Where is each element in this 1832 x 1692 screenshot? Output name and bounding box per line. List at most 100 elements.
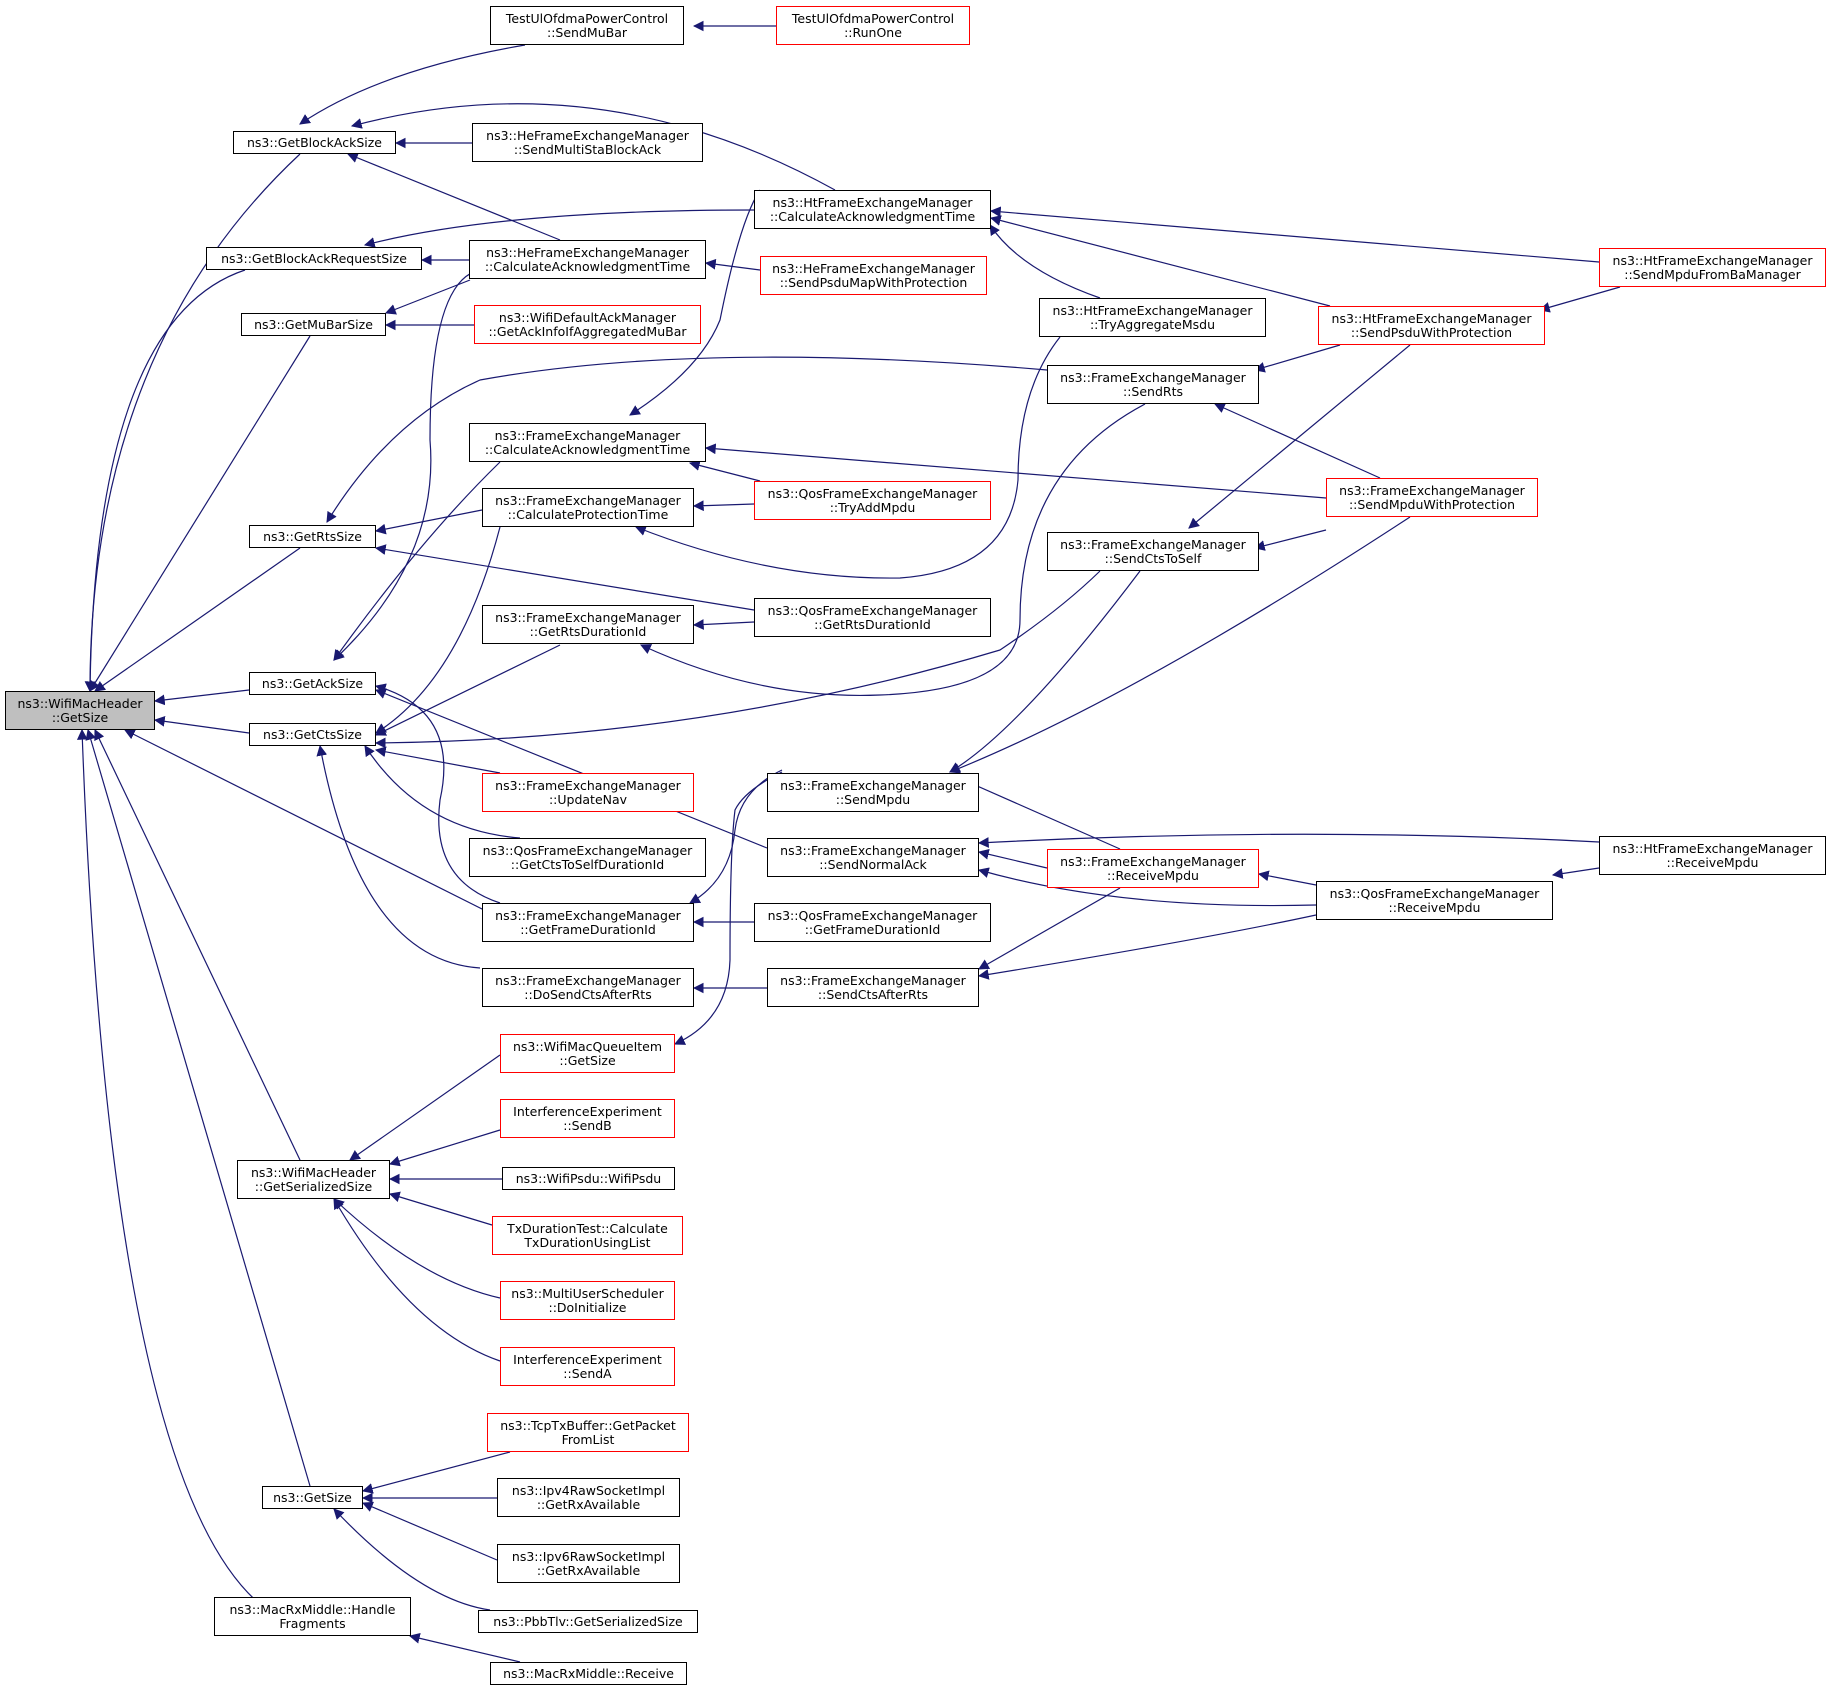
edge-trymsdu-to-htcalcacktime [989,224,1101,299]
edge-wifimacqueueitem-to-getserializedsize [349,1054,501,1161]
node-multiuserscheduler-doinitialize[interactable]: ns3::MultiUserScheduler::DoInitialize [500,1281,675,1320]
node-ipv6rawsocketimpl-getrxavailable[interactable]: ns3::Ipv6RawSocketImpl::GetRxAvailable [497,1544,680,1583]
node-qosframeexchangemanager-getctstoselfdurationid[interactable]: ns3::QosFrameExchangeManager::GetCtsToSe… [469,838,706,877]
edge-fedosendctsafterrts-to-getctssize [316,744,481,969]
edge-ipv6raw-to-nsgetsize [362,1501,498,1561]
edge-fegetrtsdurid-to-getctssize [375,644,561,736]
node-root-wifimacheader-getsize: ns3::WifiMacHeader::GetSize [5,691,155,730]
edge-htreceivempdu-to-fesendnormalack [977,833,1600,848]
edge-fecalcacktime-to-getacksize [333,461,501,661]
node-getmubarsize[interactable]: ns3::GetMuBarSize [241,313,386,336]
node-interferenceexperiment-senda[interactable]: InterferenceExperiment::SendA [500,1347,675,1386]
edge-qosreceivempdu-to-fereceivempdu [1257,870,1317,886]
node-ipv4rawsocketimpl-getrxavailable[interactable]: ns3::Ipv4RawSocketImpl::GetRxAvailable [497,1478,680,1517]
edge-htcalcacktime-to-getblockackrequestsize [363,209,755,248]
node-getctssize[interactable]: ns3::GetCtsSize [249,723,376,746]
node-frameexchangemanager-sendnormalack[interactable]: ns3::FrameExchangeManager::SendNormalAck [767,838,979,877]
node-ns3-getsize[interactable]: ns3::GetSize [262,1486,363,1509]
edge-fesendmpduwithprot-to-fecalcacktime [704,443,1327,499]
edge-fegetframedurid-to-getacksize [374,683,501,904]
edge-feupdatenav-to-getctssize [374,746,501,774]
edge-multiusersched-to-getserializedsize [333,1198,501,1299]
edge-fegetframedurid-to-root [124,729,501,919]
node-frameexchangemanager-sendmpdu[interactable]: ns3::FrameExchangeManager::SendMpdu [767,773,979,812]
node-testulofdmapowercontrol-sendmubar[interactable]: TestUlOfdmaPowerControl::SendMuBar [490,6,684,45]
edge-getblockackrequestsize-to-root [84,269,246,693]
node-wifimacqueueitem-getsize[interactable]: ns3::WifiMacQueueItem::GetSize [500,1034,675,1073]
edge-sendmubar-to-getblockacksize [299,44,526,125]
node-heframeexchangemanager-calculateacknowledgmenttime[interactable]: ns3::HeFrameExchangeManager::CalculateAc… [469,240,706,279]
node-qosframeexchangemanager-receivempdu[interactable]: ns3::QosFrameExchangeManager::ReceiveMpd… [1316,881,1553,920]
edge-sendmpdufromba-to-htcalcacktime [989,206,1600,263]
node-getrtssize[interactable]: ns3::GetRtsSize [249,525,376,548]
edge-sendmpdufromba-to-htsendpsduwithprot [1538,286,1621,313]
edge-fesendrts-to-getrtssize [326,356,1048,523]
node-wifipsdu-wifipsdu[interactable]: ns3::WifiPsdu::WifiPsdu [502,1167,675,1190]
node-frameexchangemanager-dosendctsafterrts[interactable]: ns3::FrameExchangeManager::DoSendCtsAfte… [482,968,694,1007]
edge-hecalcacktime-to-getmubarsize [384,279,471,315]
edge-interfsenda-to-getserializedsize [333,1198,501,1362]
edge-fecalcprottime-to-getctssize [375,526,501,734]
node-macrxmiddle-receive[interactable]: ns3::MacRxMiddle::Receive [490,1662,687,1685]
node-frameexchangemanager-updatenav[interactable]: ns3::FrameExchangeManager::UpdateNav [482,773,694,812]
edge-txdurationtest-to-getserializedsize [388,1191,493,1226]
node-getblockackrequestsize[interactable]: ns3::GetBlockAckRequestSize [206,247,422,270]
edge-fesendctstoself-to-fesendmpdu [949,570,1141,773]
node-frameexchangemanager-getrtsdurationid[interactable]: ns3::FrameExchangeManager::GetRtsDuratio… [482,605,694,644]
node-htframeexchangemanager-tryaggregatemsdu[interactable]: ns3::HtFrameExchangeManager::TryAggregat… [1039,298,1266,337]
edge-htsendpsduwithprot-to-fesendctstoself [1188,344,1411,529]
node-getblockacksize[interactable]: ns3::GetBlockAckSize [233,131,396,154]
node-qosframeexchangemanager-getrtsdurationid[interactable]: ns3::QosFrameExchangeManager::GetRtsDura… [754,598,991,637]
edge-getrtssize-to-root [94,547,301,692]
node-interferenceexperiment-sendb[interactable]: InterferenceExperiment::SendB [500,1099,675,1138]
edge-fesendmpdu-to-wifimacqueueitem [674,771,783,1045]
edge-fesendrts-to-fegetrtsdurid [640,403,1146,696]
edge-htsendpsduwithprot-to-fesendrts [1253,344,1341,373]
edge-getctssize-to-root [153,715,250,734]
edge-getmubarsize-to-root [89,335,311,692]
edge-fereceivempdu-to-fesendnormalack [977,848,1048,869]
edge-qosgetrtsdurid-to-getrtssize [374,544,755,611]
node-qosframeexchangemanager-tryaddmpdu[interactable]: ns3::QosFrameExchangeManager::TryAddMpdu [754,481,991,520]
node-htframeexchangemanager-receivempdu[interactable]: ns3::HtFrameExchangeManager::ReceiveMpdu [1599,836,1826,875]
node-frameexchangemanager-sendctsafterrts[interactable]: ns3::FrameExchangeManager::SendCtsAfterR… [767,968,979,1007]
node-htframeexchangemanager-sendmpdufrombamanager[interactable]: ns3::HtFrameExchangeManager::SendMpduFro… [1599,248,1826,287]
edge-handlefragments-to-root [76,728,271,1613]
node-frameexchangemanager-sendmpduwithprotection[interactable]: ns3::FrameExchangeManager::SendMpduWithP… [1326,478,1538,517]
edge-fereceivempdu-to-fesendctsafterrts [978,887,1121,970]
edge-fesendmpduwithprot-to-fesendrts [1214,403,1381,479]
node-heframeexchangemanager-sendmultistablockack[interactable]: ns3::HeFrameExchangeManager::SendMultiSt… [472,123,703,162]
node-frameexchangemanager-sendctstoself[interactable]: ns3::FrameExchangeManager::SendCtsToSelf [1047,532,1259,571]
node-frameexchangemanager-sendrts[interactable]: ns3::FrameExchangeManager::SendRts [1047,365,1259,404]
edge-getserializedsize-to-root [94,729,301,1161]
edge-hecalcacktime-to-getacksize [333,269,481,661]
edge-interfsendb-to-getserializedsize [388,1129,501,1167]
edge-hecalcacktime-to-getblockacksize [346,152,561,241]
node-pbbtlv-getserializedsize[interactable]: ns3::PbbTlv::GetSerializedSize [478,1610,698,1633]
node-frameexchangemanager-getframedurationid[interactable]: ns3::FrameExchangeManager::GetFrameDurat… [482,903,694,942]
node-frameexchangemanager-calculateacknowledgmenttime[interactable]: ns3::FrameExchangeManager::CalculateAckn… [469,423,706,462]
node-wifidefaultackmanager-getackinfoifaggregatedmubar[interactable]: ns3::WifiDefaultAckManager::GetAckInfoIf… [474,305,701,344]
edge-qosreceivempdu-to-fesendctsafterrts [977,914,1317,980]
edge-htsendpsduwithprot-to-htcalcacktime [989,215,1331,307]
edge-htcalcacktime-to-fecalcacktime [629,189,761,416]
edge-fesendnormalack-to-getacksize [374,688,768,849]
node-qosframeexchangemanager-getframedurationid[interactable]: ns3::QosFrameExchangeManager::GetFrameDu… [754,903,991,942]
node-getacksize[interactable]: ns3::GetAckSize [249,672,376,695]
edge-fesendctstoself-to-getctssize [374,570,1101,749]
node-htframeexchangemanager-calculateacknowledgmenttime[interactable]: ns3::HtFrameExchangeManager::CalculateAc… [754,190,991,229]
node-wifimacheader-getserializedsize[interactable]: ns3::WifiMacHeader::GetSerializedSize [237,1160,390,1199]
edge-fesendmpduwithprot-to-fesendmpdu [948,516,1411,774]
node-frameexchangemanager-receivempdu[interactable]: ns3::FrameExchangeManager::ReceiveMpdu [1047,849,1259,888]
node-frameexchangemanager-calculateprotectiontime[interactable]: ns3::FrameExchangeManager::CalculateProt… [482,488,694,527]
edge-fecalcprottime-to-getrtssize [374,509,483,535]
node-htframeexchangemanager-sendpsduwithprotection[interactable]: ns3::HtFrameExchangeManager::SendPsduWit… [1318,306,1545,345]
edge-qosreceivempdu-to-fesendnormalack [977,867,1317,907]
edge-macrxreceive-to-handlefragments [408,1632,521,1663]
node-testulofdmapowercontrol-runone[interactable]: TestUlOfdmaPowerControl::RunOne [776,6,970,45]
node-heframeexchangemanager-sendpsdumapwithprotection[interactable]: ns3::HeFrameExchangeManager::SendPsduMap… [760,256,987,295]
